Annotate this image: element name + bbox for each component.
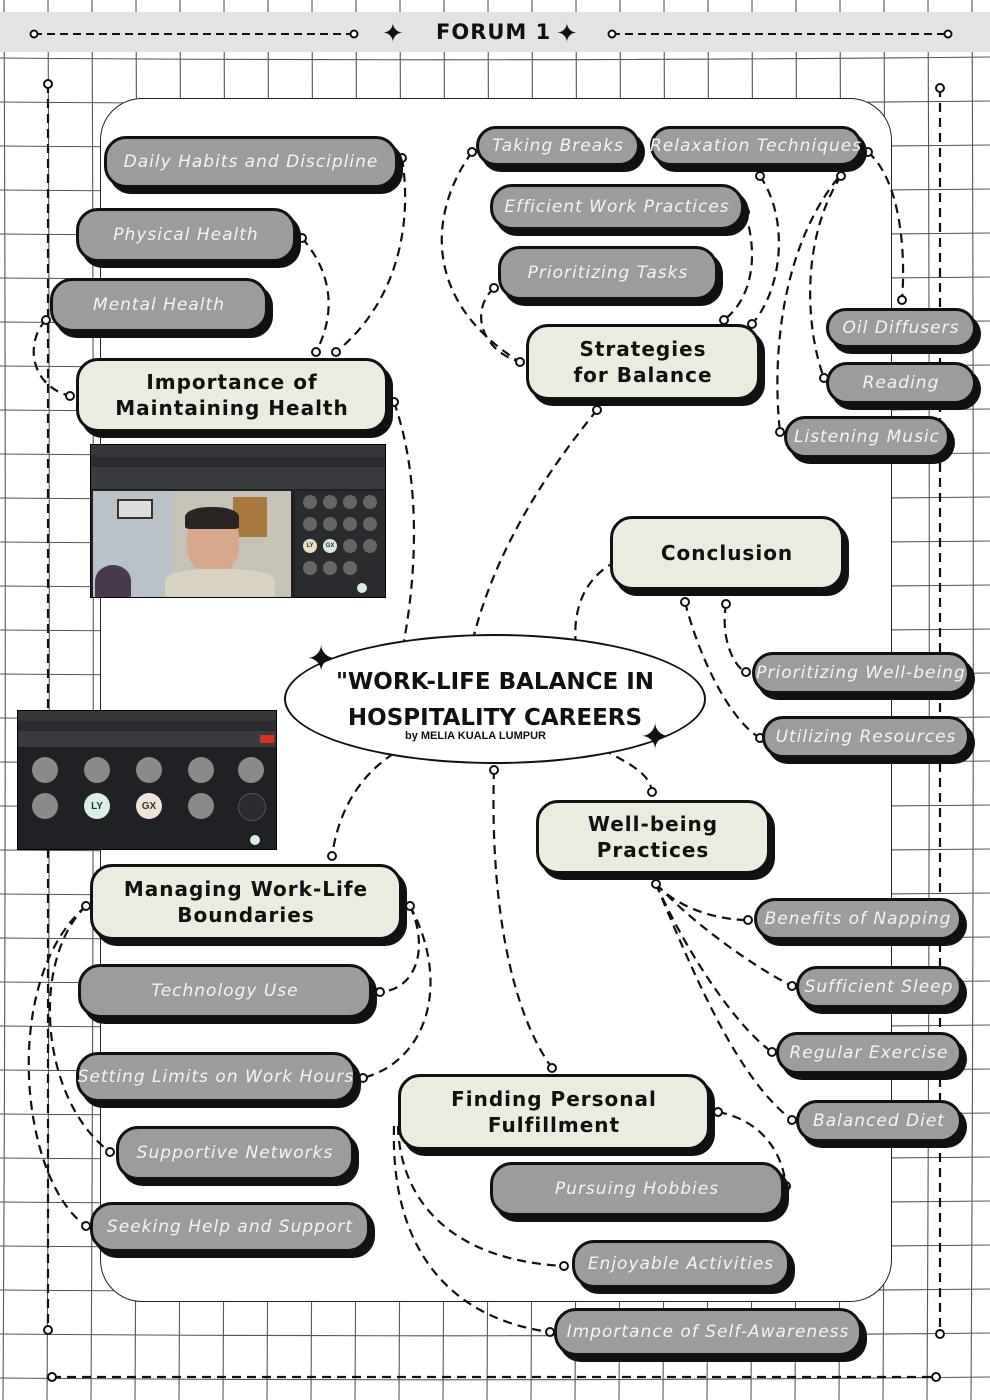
subtopic-daily-habits: Daily Habits and Discipline bbox=[104, 136, 398, 188]
subtopic-setting-limits: Setting Limits on Work Hours bbox=[76, 1052, 356, 1102]
subtopic-enjoyable-activities: Enjoyable Activities bbox=[572, 1240, 790, 1288]
subtopic-reading: Reading bbox=[826, 362, 976, 404]
subtopic-prioritizing-well-being: Prioritizing Well-being bbox=[752, 652, 970, 694]
subtopic-mental-health: Mental Health bbox=[50, 278, 268, 332]
topic-importance-of-maintaining-health: Importance of Maintaining Health bbox=[76, 358, 388, 432]
subtopic-relaxation-techniques: Relaxation Techniques bbox=[650, 126, 862, 166]
subtopic-regular-exercise: Regular Exercise bbox=[776, 1032, 962, 1074]
subtopic-taking-breaks: Taking Breaks bbox=[476, 126, 640, 166]
central-topic-subtitle: by MELIA KUALA LUMPUR bbox=[405, 730, 546, 742]
subtopic-sufficient-sleep: Sufficient Sleep bbox=[796, 966, 962, 1008]
sparkle-icon: ✦ bbox=[640, 716, 671, 757]
subtopic-supportive-networks: Supportive Networks bbox=[116, 1126, 354, 1180]
subtopic-efficient-work-practices: Efficient Work Practices bbox=[490, 184, 744, 230]
topic-strategies-for-balance: Strategies for Balance bbox=[526, 324, 760, 400]
subtopic-importance-of-self-awareness: Importance of Self-Awareness bbox=[554, 1308, 862, 1356]
subtopic-utilizing-resources: Utilizing Resources bbox=[762, 716, 970, 758]
header-dashes bbox=[29, 29, 953, 39]
participant-avatar: GX bbox=[136, 793, 162, 819]
sparkle-icon: ✦ bbox=[382, 18, 404, 48]
subtopic-seeking-help: Seeking Help and Support bbox=[90, 1202, 370, 1252]
subtopic-technology-use: Technology Use bbox=[78, 964, 372, 1018]
topic-finding-personal-fulfillment: Finding Personal Fulfillment bbox=[398, 1074, 710, 1150]
participant-avatar: GX bbox=[323, 539, 337, 553]
subtopic-pursuing-hobbies: Pursuing Hobbies bbox=[490, 1162, 784, 1216]
subtopic-prioritizing-tasks: Prioritizing Tasks bbox=[498, 246, 718, 300]
subtopic-physical-health: Physical Health bbox=[76, 208, 296, 262]
central-topic-title: "WORK-LIFE BALANCE IN HOSPITALITY CAREER… bbox=[335, 669, 655, 731]
central-topic-ellipse bbox=[284, 634, 706, 764]
header-band bbox=[0, 12, 990, 52]
page-title: FORUM 1 bbox=[436, 20, 552, 44]
topic-managing-work-life-boundaries: Managing Work-Life Boundaries bbox=[90, 864, 402, 940]
meeting-screenshot-video: LY GX bbox=[90, 444, 386, 598]
meeting-screenshot-grid: LY GX bbox=[17, 710, 277, 850]
sparkle-icon: ✦ bbox=[306, 638, 337, 679]
participant-avatar: LY bbox=[84, 793, 110, 819]
subtopic-benefits-of-napping: Benefits of Napping bbox=[754, 898, 962, 940]
subtopic-oil-diffusers: Oil Diffusers bbox=[826, 308, 976, 348]
subtopic-balanced-diet: Balanced Diet bbox=[796, 1100, 962, 1142]
sparkle-icon: ✦ bbox=[556, 18, 578, 48]
topic-conclusion: Conclusion bbox=[610, 516, 844, 590]
topic-well-being-practices: Well-being Practices bbox=[536, 800, 770, 874]
subtopic-listening-music: Listening Music bbox=[784, 416, 950, 458]
participant-avatar: LY bbox=[303, 539, 317, 553]
